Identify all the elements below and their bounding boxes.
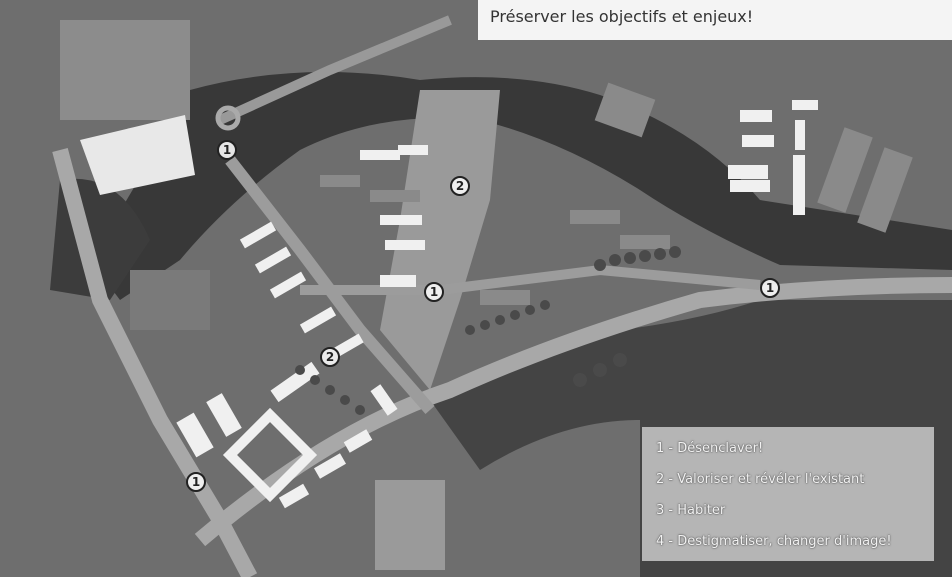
objective-marker-1: 1 [760, 278, 780, 298]
objectives-legend: 1 - Désenclaver! 2 - Valoriser et révéle… [642, 427, 934, 561]
map-title: Préserver les objectifs et enjeux! [478, 0, 952, 40]
building-blocks [176, 100, 818, 509]
legend-item-3: 3 - Habiter [656, 503, 726, 518]
objective-marker-1: 1 [186, 472, 206, 492]
road-north [217, 15, 452, 125]
building-blocks-grey [320, 82, 913, 305]
legend-item-4: 4 - Destigmatiser, changer d'image! [656, 534, 892, 549]
forest-belt-north [90, 72, 952, 300]
tree-clusters [295, 246, 681, 415]
objective-marker-2: 2 [450, 176, 470, 196]
warehouse-south [375, 480, 445, 570]
legend-item-2: 2 - Valoriser et révéler l'existant [656, 472, 865, 487]
objective-marker-2: 2 [320, 347, 340, 367]
retail-roof-north [60, 20, 190, 120]
roundabout [215, 105, 241, 131]
central-plaza [380, 90, 500, 390]
road-west [52, 147, 258, 577]
retail-roof-west [130, 270, 210, 330]
road-main-boulevard [194, 277, 952, 547]
objective-marker-1: 1 [424, 282, 444, 302]
legend-item-1: 1 - Désenclaver! [656, 441, 764, 456]
objective-marker-1: 1 [217, 140, 237, 160]
retail-building-white [80, 115, 195, 195]
road-central [300, 264, 761, 295]
